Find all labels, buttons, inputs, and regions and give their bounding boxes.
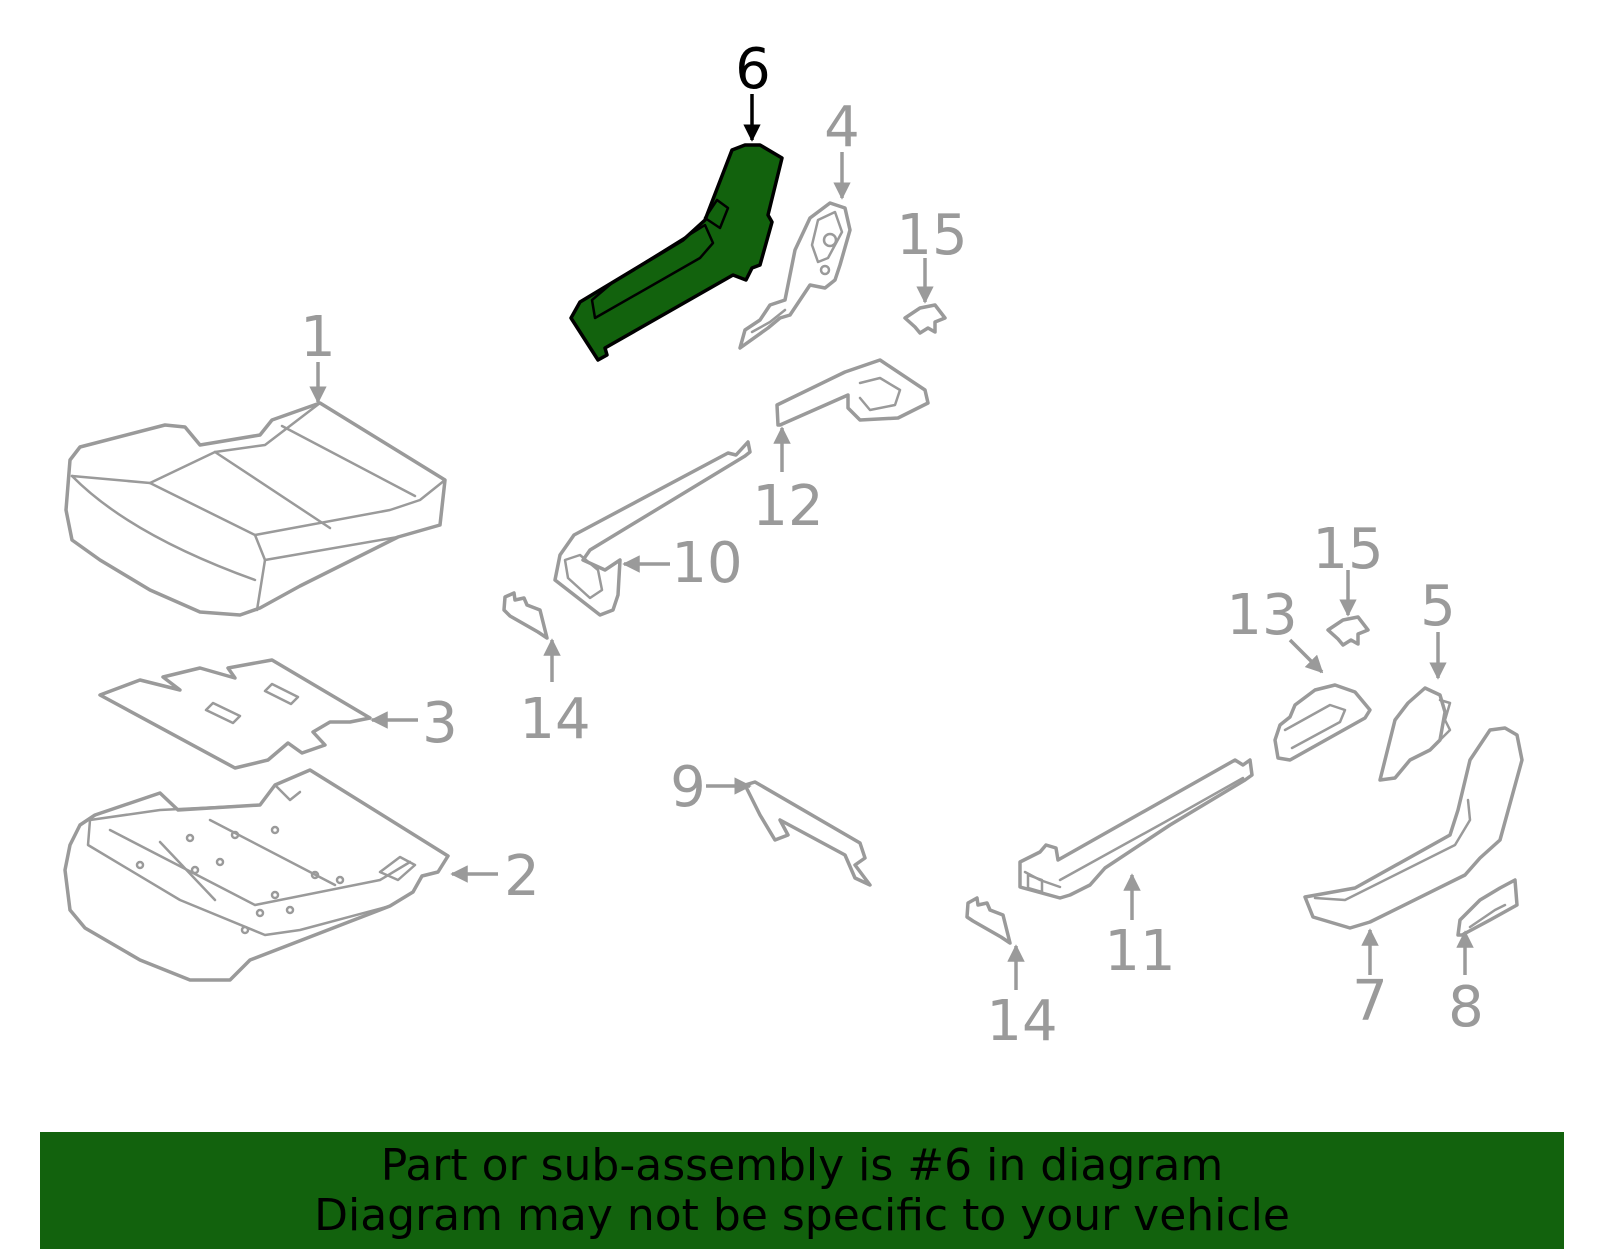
banner-line-2: Diagram may not be specific to your vehi… bbox=[314, 1189, 1290, 1241]
banner-line-1: Part or sub-assembly is #6 in diagram bbox=[380, 1139, 1224, 1191]
callout-14a: 14 bbox=[519, 687, 590, 752]
callout-15b: 15 bbox=[1312, 517, 1383, 582]
info-banner: Part or sub-assembly is #6 in diagram Di… bbox=[40, 1132, 1564, 1249]
part-3-mat bbox=[98, 658, 372, 770]
callout-15a: 15 bbox=[896, 203, 967, 268]
callout-9: 9 bbox=[670, 755, 706, 820]
part-10-track-cover bbox=[553, 440, 752, 617]
callout-4: 4 bbox=[824, 95, 860, 160]
callout-2: 2 bbox=[504, 844, 540, 909]
callout-14b: 14 bbox=[986, 989, 1057, 1054]
callout-3: 3 bbox=[422, 691, 458, 756]
part-6-side-shield bbox=[569, 143, 784, 362]
callout-6: 6 bbox=[735, 37, 771, 102]
part-13-cover bbox=[1273, 683, 1372, 762]
part-15-clip-upper bbox=[903, 303, 947, 335]
leader-arrows bbox=[309, 94, 1474, 990]
part-12-bracket bbox=[775, 358, 930, 427]
callout-1: 1 bbox=[300, 305, 336, 370]
callout-labels: 1 2 3 4 5 6 7 8 9 10 11 12 13 14 14 15 1… bbox=[300, 37, 1484, 1054]
part-11-track-cover bbox=[1018, 758, 1254, 900]
callout-12: 12 bbox=[752, 474, 823, 539]
part-14-clip-right bbox=[965, 896, 1012, 945]
part-8-trim bbox=[1456, 878, 1519, 937]
part-1-seat-cushion bbox=[64, 401, 447, 617]
part-2-seat-pan bbox=[63, 768, 450, 982]
callout-13: 13 bbox=[1226, 583, 1297, 648]
arrow-13 bbox=[1288, 638, 1324, 674]
callout-10: 10 bbox=[671, 531, 742, 596]
part-9-bracket bbox=[743, 780, 872, 887]
part-5-bracket bbox=[1378, 686, 1452, 782]
part-15-clip-right bbox=[1326, 615, 1370, 647]
callout-8: 8 bbox=[1448, 975, 1484, 1040]
part-7-side-cover bbox=[1303, 726, 1524, 930]
callout-11: 11 bbox=[1104, 919, 1175, 984]
part-4-hinge-bracket bbox=[738, 201, 852, 350]
part-14-clip-left bbox=[502, 591, 549, 640]
callout-7: 7 bbox=[1352, 969, 1388, 1034]
callout-5: 5 bbox=[1420, 574, 1456, 639]
